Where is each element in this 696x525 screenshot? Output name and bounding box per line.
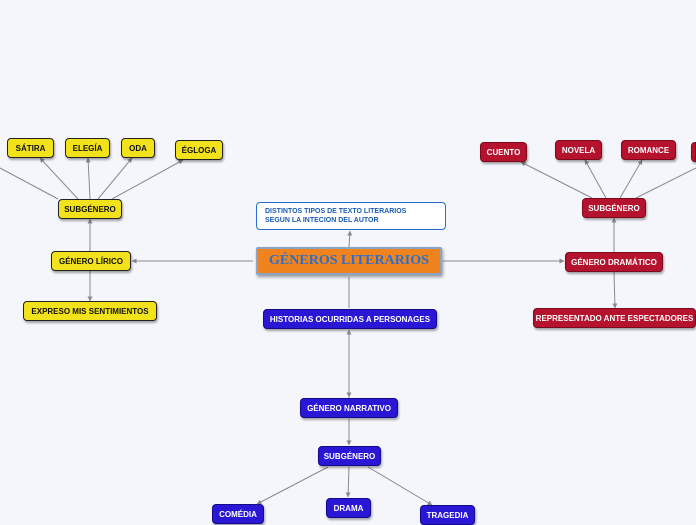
dramatic-genre-node[interactable]: GÉNERO DRAMÁTICO [565,252,663,272]
dramatic-item-romance[interactable]: ROMANCE [621,140,676,160]
narrative-genre-node[interactable]: GÉNERO NARRATIVO [300,398,398,418]
central-topic[interactable]: GÉNEROS LITERARIOS [256,247,442,275]
lyric-item-satira[interactable]: SÁTIRA [7,138,54,158]
lyric-item-egloga[interactable]: ÉGLOGA [175,140,223,160]
description-box[interactable]: DISTINTOS TIPOS DE TEXTO LITERARIOS SEGU… [256,202,446,230]
connector-line [0,167,59,200]
lyric-genre-node[interactable]: GÉNERO LÍRICO [51,251,131,271]
narrative-item-drama[interactable]: DRAMA [326,498,371,518]
description-line-1: DISTINTOS TIPOS DE TEXTO LITERARIOS [265,208,407,215]
connector-line [347,230,353,248]
connector-line [97,157,133,200]
dramatic-item-partial[interactable] [691,142,696,162]
connector-line [520,161,593,199]
connector-line [39,157,79,200]
dramatic-definition-node[interactable]: REPRESENTADO ANTE ESPECTADORES [533,308,696,328]
connector-line [584,159,607,199]
description-line-2: SEGUN LA INTECION DEL AUTOR [265,217,379,224]
connector-line [85,157,91,200]
dramatic-item-novela[interactable]: NOVELA [555,140,602,160]
connector-line [367,466,433,506]
narrative-item-comedia[interactable]: COMÉDIA [212,504,264,524]
lyric-item-oda[interactable]: ODA [121,138,155,158]
connector-line [635,167,696,199]
connector-line [111,159,184,200]
connector-line [256,466,329,505]
connector-line [345,466,351,498]
narrative-subgenre-node[interactable]: SUBGÉNERO [318,446,381,466]
lyric-definition-node[interactable]: EXPRESO MIS SENTIMIENTOS [23,301,157,321]
lyric-subgenre-node[interactable]: SUBGÉNERO [58,199,122,219]
narrative-definition-node[interactable]: HISTORIAS OCURRIDAS A PERSONAGES [263,309,437,329]
lyric-item-elegia[interactable]: ELEGÍA [65,138,110,158]
narrative-item-tragedia[interactable]: TRAGEDIA [420,505,475,525]
connector-line [612,271,618,309]
dramatic-subgenre-node[interactable]: SUBGÉNERO [582,198,646,218]
dramatic-item-cuento[interactable]: CUENTO [480,142,527,162]
connector-line [619,159,643,199]
